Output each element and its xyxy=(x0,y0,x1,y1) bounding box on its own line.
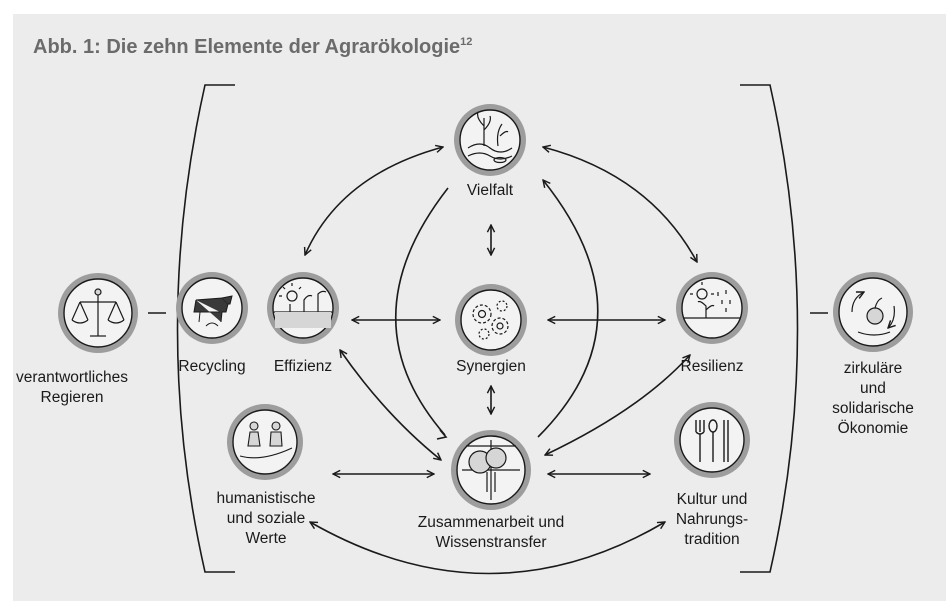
people-hand-icon xyxy=(239,421,293,459)
arrow-zusammenarbeit-resilienz xyxy=(545,355,690,455)
node-werte xyxy=(227,404,303,480)
node-recycling xyxy=(176,272,248,344)
label-oekonomie: zirkuläre und solidarische Ökonomie xyxy=(832,360,914,437)
node-regieren xyxy=(58,273,138,353)
label-resilienz: Resilienz xyxy=(680,358,744,375)
left-bracket xyxy=(176,84,235,573)
node-effizienz xyxy=(267,272,339,344)
sun-seedlings-icon xyxy=(274,283,332,328)
diversity-icon xyxy=(467,111,513,164)
arrow-vielfalt-zusammenarbeit-head xyxy=(436,429,448,440)
label-vielfalt: Vielfalt xyxy=(466,182,514,199)
label-kultur: Kultur und Nahrungs- tradition xyxy=(675,491,749,548)
cutlery-icon xyxy=(695,419,729,462)
right-bracket xyxy=(740,84,799,573)
label-recycling: Recycling xyxy=(178,358,246,375)
arrow-zusammenarbeit-vielfalt xyxy=(537,180,599,438)
node-kultur xyxy=(674,402,750,478)
node-vielfalt xyxy=(454,104,526,176)
label-zusammenarbeit: Zusammenarbeit und Wissenstransfer xyxy=(417,514,565,551)
label-synergien: Synergien xyxy=(456,358,526,375)
figure-title: Abb. 1: Die zehn Elemente der Agrarökolo… xyxy=(33,36,473,58)
node-oekonomie xyxy=(833,272,913,352)
label-effizienz: Effizienz xyxy=(273,358,333,375)
node-resilienz xyxy=(676,272,748,344)
apple-cycle-icon xyxy=(851,292,894,336)
label-werte: humanistische und soziale Werte xyxy=(216,490,316,547)
label-regieren: verantwortliches Regieren xyxy=(16,369,128,406)
node-zusammenarbeit xyxy=(451,430,531,510)
arrow-vielfalt-effizienz xyxy=(305,147,443,255)
arrow-vielfalt-resilienz xyxy=(543,147,697,262)
cow-icon xyxy=(193,295,233,327)
gears-icon xyxy=(472,300,509,340)
sun-rain-plant-icon xyxy=(684,282,740,319)
arrow-werte-kultur xyxy=(310,522,665,575)
tree-puzzle-icon xyxy=(462,440,520,500)
arrow-effizienz-zusammenarbeit xyxy=(340,350,441,460)
node-synergien xyxy=(455,284,527,356)
arrow-vielfalt-zusammenarbeit xyxy=(394,187,449,436)
scales-icon xyxy=(71,288,125,337)
